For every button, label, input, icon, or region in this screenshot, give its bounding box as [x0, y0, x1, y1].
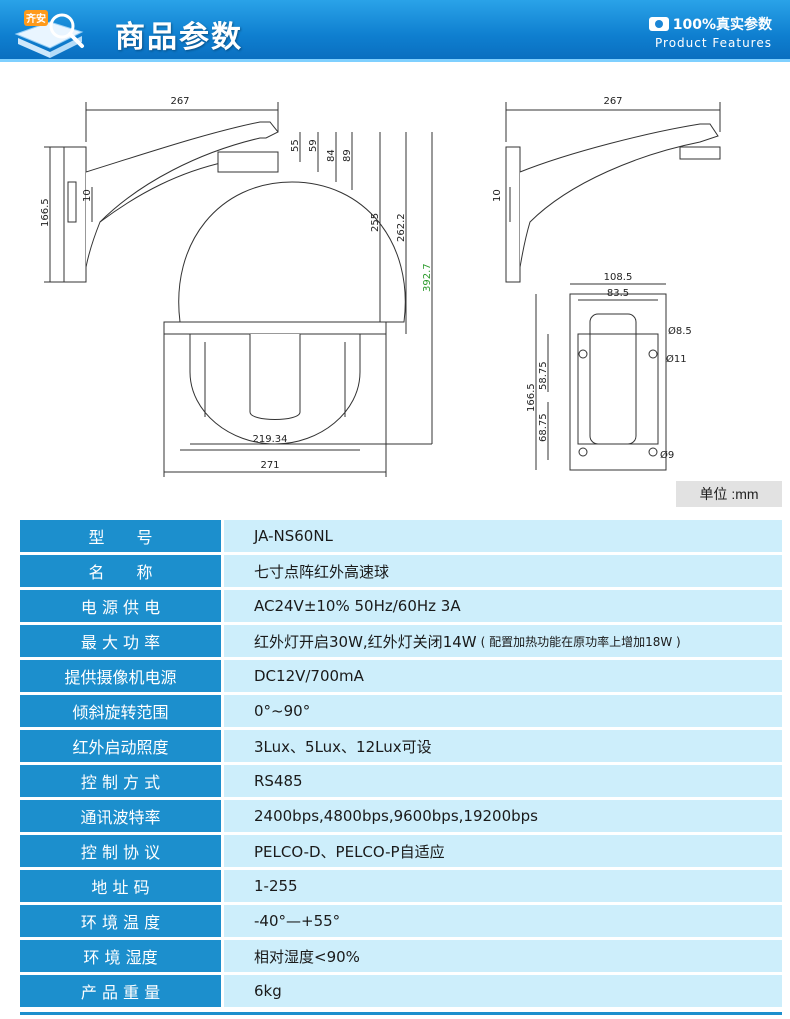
- dim-label: 58.75: [538, 361, 549, 390]
- dim-label: Ø9: [660, 449, 674, 461]
- spec-value: 1-255: [224, 870, 782, 902]
- dim-label: 267: [603, 96, 622, 107]
- dim-label: 84: [326, 149, 337, 162]
- spec-label: 控 制 协 议: [20, 835, 221, 867]
- table-row: 型 号 JA-NS60NL: [20, 520, 782, 552]
- spec-label: 通讯波特率: [20, 800, 221, 832]
- spec-value: 0°~90°: [224, 695, 782, 727]
- spec-value-text: AC24V±10% 50Hz/60Hz 3A: [254, 597, 461, 615]
- header-banner: 齐安 商品参数 100%真实参数 Product Features: [0, 0, 790, 62]
- spec-label: 环 境 湿度: [20, 940, 221, 972]
- spec-value: 七寸点阵红外高速球: [224, 555, 782, 587]
- spec-value-text: 相对湿度<90%: [254, 947, 360, 966]
- table-row: 环 境 温 度 -40°—+55°: [20, 905, 782, 937]
- spec-value-text: 0°~90°: [254, 702, 311, 720]
- table-row: 控 制 方 式 RS485: [20, 765, 782, 797]
- spec-label: 红外启动照度: [20, 730, 221, 762]
- spec-value: RS485: [224, 765, 782, 797]
- spec-value-text: 七寸点阵红外高速球: [254, 562, 390, 581]
- dim-label: 262.2: [396, 213, 407, 242]
- spec-value-text: 3Lux、5Lux、12Lux可设: [254, 737, 432, 756]
- spec-value-text: 红外灯开启30W,红外灯关闭14W: [254, 632, 477, 651]
- spec-label: 电 源 供 电: [20, 590, 221, 622]
- header-badge: 100%真实参数 Product Features: [648, 14, 772, 50]
- svg-text:齐安: 齐安: [26, 12, 46, 25]
- spec-value: 红外灯开启30W,红外灯关闭14W( 配置加热功能在原功率上增加18W ): [224, 625, 782, 657]
- dim-label: 108.5: [604, 272, 633, 283]
- spec-value-text: 6kg: [254, 982, 282, 1000]
- spec-label: 地 址 码: [20, 870, 221, 902]
- dim-label: 166.5: [40, 198, 51, 227]
- spec-value-text: DC12V/700mA: [254, 667, 364, 685]
- spec-value: -40°—+55°: [224, 905, 782, 937]
- spec-value: 相对湿度<90%: [224, 940, 782, 972]
- dim-label: 55: [290, 139, 301, 152]
- dim-label: 271: [260, 460, 279, 471]
- spec-value-text: 2400bps,4800bps,9600bps,19200bps: [254, 807, 538, 825]
- dim-label: 10: [82, 189, 93, 202]
- book-magnifier-logo-icon: 齐安: [14, 10, 84, 58]
- table-row: 电 源 供 电 AC24V±10% 50Hz/60Hz 3A: [20, 590, 782, 622]
- dim-label: 59: [308, 139, 319, 152]
- table-row: 提供摄像机电源 DC12V/700mA: [20, 660, 782, 692]
- spec-table: 型 号 JA-NS60NL 名 称 七寸点阵红外高速球电 源 供 电 AC24V±10%…: [20, 520, 782, 1010]
- dim-label: 83.5: [607, 288, 629, 299]
- spec-value-text: RS485: [254, 772, 303, 790]
- table-row: 名 称 七寸点阵红外高速球: [20, 555, 782, 587]
- spec-label: 名 称: [20, 555, 221, 587]
- dim-label: 392.7: [422, 263, 433, 292]
- spec-value: JA-NS60NL: [224, 520, 782, 552]
- spec-label: 最 大 功 率: [20, 625, 221, 657]
- spec-value: AC24V±10% 50Hz/60Hz 3A: [224, 590, 782, 622]
- dim-label: 255: [370, 213, 381, 232]
- spec-value-text: 1-255: [254, 877, 298, 895]
- table-row: 倾斜旋转范围 0°~90°: [20, 695, 782, 727]
- right-view-labels: 267 10 108.5 83.5 Ø8.5 Ø11 58.75 166.5 6…: [492, 96, 692, 461]
- spec-label: 提供摄像机电源: [20, 660, 221, 692]
- dimension-drawing: 267 55 59 84 89 255 262.2 392.7 10 166.5…: [40, 96, 721, 477]
- camera-icon: [648, 17, 669, 31]
- table-row: 最 大 功 率红外灯开启30W,红外灯关闭14W( 配置加热功能在原功率上增加1…: [20, 625, 782, 657]
- spec-label: 环 境 温 度: [20, 905, 221, 937]
- dim-label: 68.75: [538, 413, 549, 442]
- unit-label: 单位 :mm: [676, 481, 782, 507]
- table-row: 控 制 协 议 PELCO-D、PELCO-P自适应: [20, 835, 782, 867]
- side-view-labels: 267 55 59 84 89 255 262.2 392.7 10 166.5…: [40, 96, 433, 471]
- side-view: [44, 102, 433, 477]
- dim-label: 267: [170, 96, 189, 107]
- spec-value: PELCO-D、PELCO-P自适应: [224, 835, 782, 867]
- badge-text: 100%真实参数: [672, 17, 772, 33]
- spec-value-text: JA-NS60NL: [254, 527, 333, 545]
- spec-label: 倾斜旋转范围: [20, 695, 221, 727]
- spec-label: 产 品 重 量: [20, 975, 221, 1007]
- spec-value: 6kg: [224, 975, 782, 1007]
- spec-value: 3Lux、5Lux、12Lux可设: [224, 730, 782, 762]
- dim-label: Ø11: [666, 353, 687, 365]
- spec-label: 控 制 方 式: [20, 765, 221, 797]
- table-row: 环 境 湿度 相对湿度<90%: [20, 940, 782, 972]
- dim-label: 10: [492, 189, 503, 202]
- spec-note: ( 配置加热功能在原功率上增加18W ): [480, 634, 681, 649]
- page-title: 商品参数: [115, 20, 243, 55]
- front-bracket-view: [505, 102, 721, 471]
- badge-subtitle: Product Features: [655, 36, 772, 50]
- table-row: 通讯波特率 2400bps,4800bps,9600bps,19200bps: [20, 800, 782, 832]
- spec-value-text: -40°—+55°: [254, 912, 341, 930]
- spec-value: 2400bps,4800bps,9600bps,19200bps: [224, 800, 782, 832]
- table-row: 产 品 重 量 6kg: [20, 975, 782, 1007]
- spec-value-text: PELCO-D、PELCO-P自适应: [254, 842, 445, 861]
- table-bottom-rule: [20, 1012, 782, 1015]
- table-row: 地 址 码 1-255: [20, 870, 782, 902]
- spec-label: 型 号: [20, 520, 221, 552]
- spec-value: DC12V/700mA: [224, 660, 782, 692]
- dim-label: Ø8.5: [668, 325, 692, 337]
- dim-label: 166.5: [526, 383, 537, 412]
- table-row: 红外启动照度 3Lux、5Lux、12Lux可设: [20, 730, 782, 762]
- dim-label: 89: [342, 149, 353, 162]
- dim-label: 219.34: [253, 434, 288, 445]
